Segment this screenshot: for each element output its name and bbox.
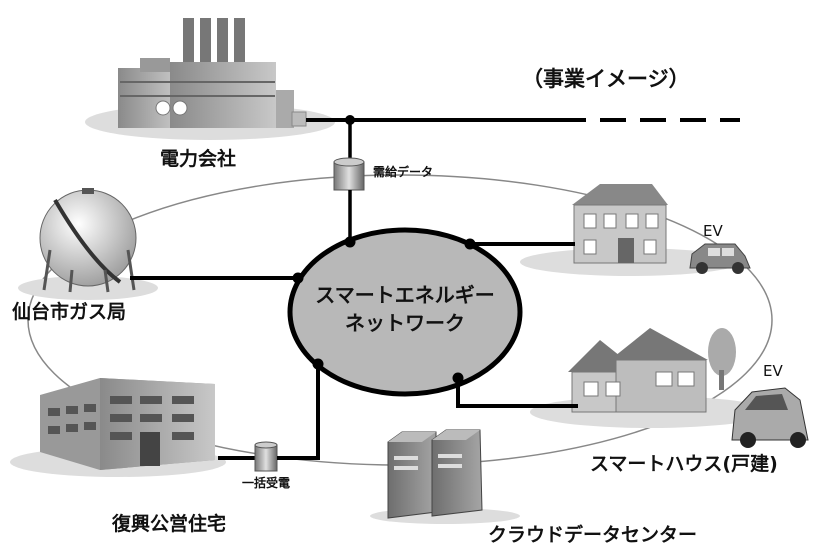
gas-holder-icon [18,188,158,300]
meter-icon [333,157,365,191]
hub-label-line2: ネットワーク [345,311,465,335]
server-icon [370,429,520,524]
car-top-icon [689,243,751,274]
label-smart-house: スマートハウス(戸建) [590,452,778,475]
page-title: （事業イメージ） [522,67,690,91]
car-bottom-icon [731,387,809,448]
hub-label-line1: スマートエネルギー [315,283,494,307]
label-public-housing: 復興公営住宅 [111,512,226,535]
meter-icon [254,441,278,472]
label-gas-bureau: 仙台市ガス局 [12,300,126,323]
label-ev-top: EV [703,222,723,240]
factory-icon [85,18,335,140]
house-bottom-icon [530,328,770,428]
label-bulk-power: 一括受電 [242,475,290,490]
house-top-icon [520,184,740,276]
label-ev-bottom: EV [763,362,783,380]
label-supply-data: 需給データ [373,164,433,179]
label-power-company: 電力会社 [160,147,236,170]
apartment-icon [10,378,226,477]
hub-ellipse [287,227,523,397]
label-cloud-center: クラウドデータセンター [488,523,697,546]
